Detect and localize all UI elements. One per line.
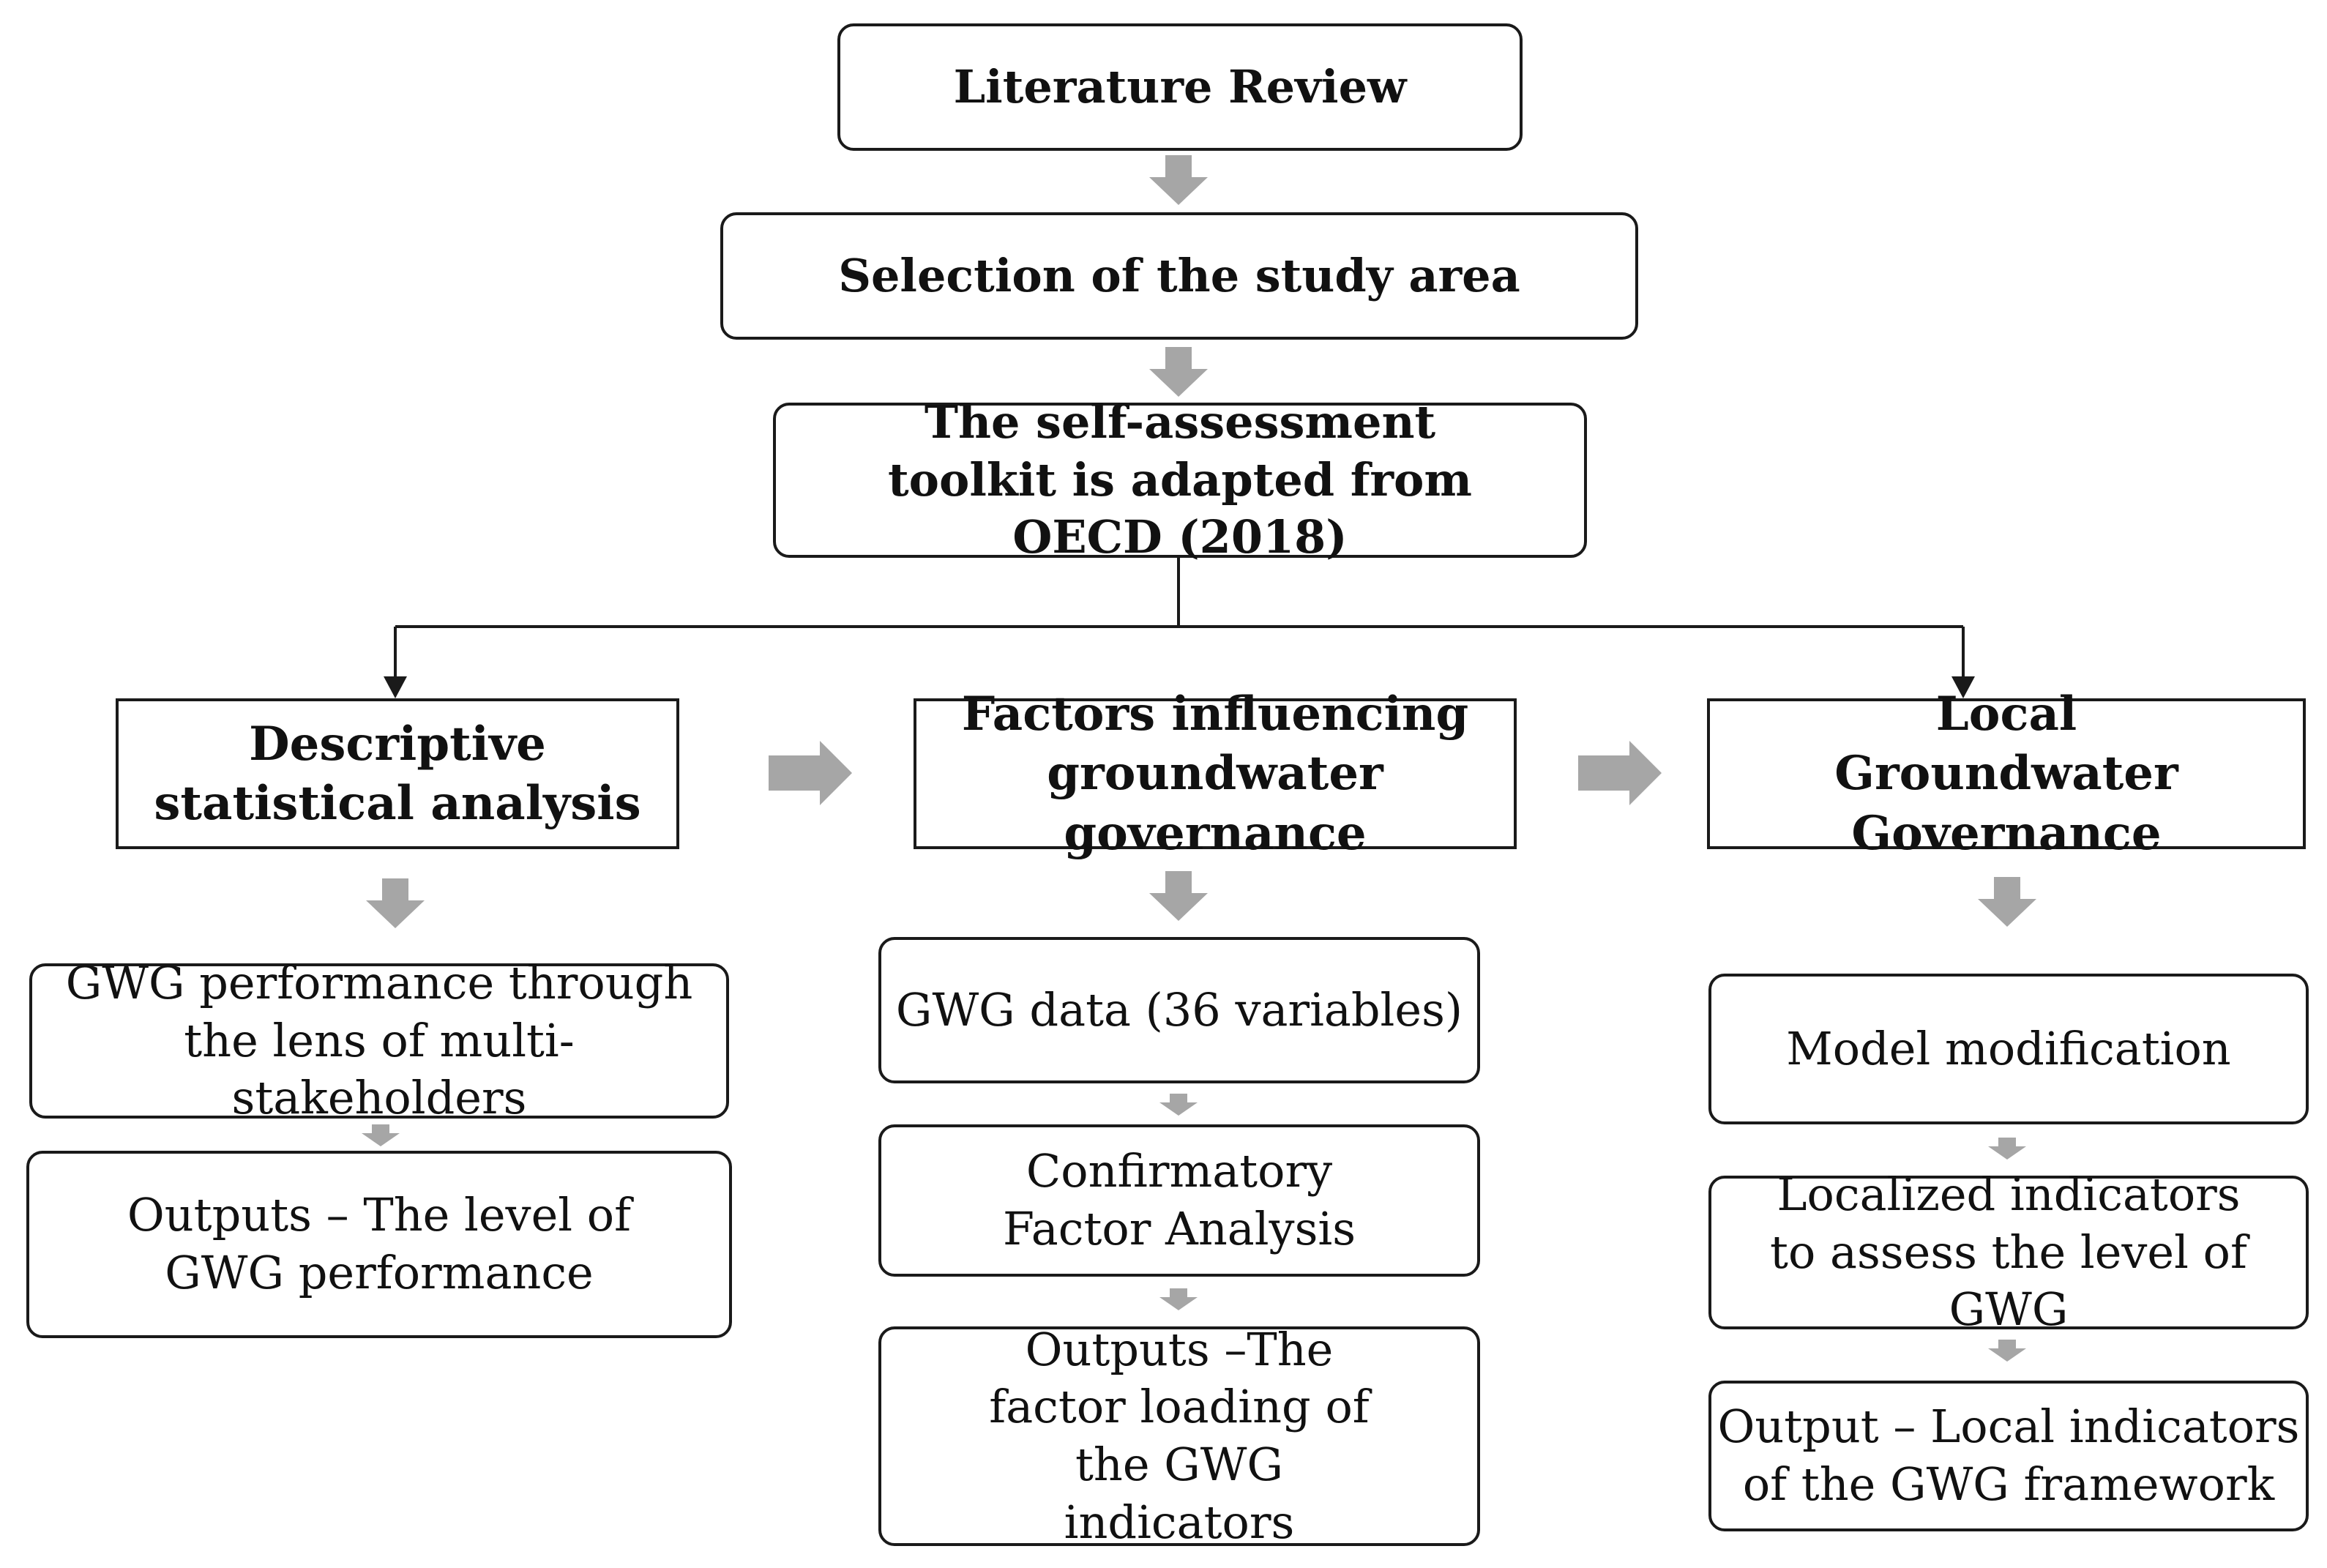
outputs-level-box: Outputs – The level of GWG performance bbox=[26, 1151, 732, 1338]
gwg-data-label: GWG data (36 variables) bbox=[895, 982, 1463, 1037]
localized-indicators-label: Localized indicators to assess the level… bbox=[1770, 1167, 2247, 1337]
toolkit-box: The self-assessment toolkit is adapted f… bbox=[773, 395, 1587, 564]
factors-label: Factors influencing groundwater governan… bbox=[961, 687, 1469, 861]
literature-review-box: Literature Review bbox=[837, 23, 1523, 151]
gray-flow-arrows bbox=[362, 155, 2036, 1362]
literature-review-label: Literature Review bbox=[953, 59, 1407, 113]
right-arrow-1 bbox=[769, 741, 852, 805]
down-arrow-1 bbox=[1149, 155, 1208, 205]
toolkit-label: The self-assessment toolkit is adapted f… bbox=[887, 395, 1473, 564]
localized-indicators-box: Localized indicators to assess the level… bbox=[1708, 1168, 2309, 1336]
outputs-factor-box: Outputs –The factor loading of the GWG i… bbox=[878, 1323, 1480, 1549]
descriptive-analysis-box: Descriptive statistical analysis bbox=[116, 698, 679, 849]
factors-box: Factors influencing groundwater governan… bbox=[914, 687, 1517, 861]
local-governance-label: Local Groundwater Governance bbox=[1834, 687, 2178, 861]
descriptive-analysis-label: Descriptive statistical analysis bbox=[154, 716, 641, 831]
local-governance-box: Local Groundwater Governance bbox=[1707, 687, 2306, 861]
small-arrow-right-1 bbox=[1988, 1138, 2026, 1160]
model-modification-label: Model modification bbox=[1786, 1021, 2231, 1075]
down-arrow-2 bbox=[1149, 347, 1208, 397]
arrowhead-left-branch bbox=[384, 676, 407, 698]
gwg-performance-label: GWG performance through the lens of mult… bbox=[65, 955, 693, 1125]
output-local-label: Output – Local indicators of the GWG fra… bbox=[1717, 1400, 2300, 1511]
right-arrow-2 bbox=[1578, 741, 1662, 805]
gwg-performance-box: GWG performance through the lens of mult… bbox=[29, 956, 729, 1124]
branch-connector bbox=[394, 556, 1965, 678]
small-arrow-mid-1 bbox=[1159, 1094, 1198, 1116]
down-arrow-left-col bbox=[366, 878, 425, 928]
arrowhead-right-branch bbox=[1951, 676, 1975, 698]
outputs-factor-label: Outputs –The factor loading of the GWG i… bbox=[989, 1322, 1370, 1549]
down-arrow-right-col bbox=[1978, 877, 2036, 927]
gwg-data-box: GWG data (36 variables) bbox=[878, 937, 1480, 1083]
cfa-label: Confirmatory Factor Analysis bbox=[1002, 1144, 1356, 1255]
study-area-label: Selection of the study area bbox=[838, 248, 1520, 302]
study-area-box: Selection of the study area bbox=[720, 212, 1638, 340]
down-arrow-mid-col bbox=[1149, 871, 1208, 921]
outputs-level-label: Outputs – The level of GWG performance bbox=[127, 1188, 632, 1299]
small-arrow-mid-2 bbox=[1159, 1288, 1198, 1310]
small-arrow-right-2 bbox=[1988, 1340, 2026, 1362]
small-arrow-left-1 bbox=[362, 1124, 400, 1146]
cfa-box: Confirmatory Factor Analysis bbox=[878, 1124, 1480, 1277]
output-local-box: Output – Local indicators of the GWG fra… bbox=[1708, 1381, 2309, 1531]
model-modification-box: Model modification bbox=[1708, 974, 2309, 1124]
